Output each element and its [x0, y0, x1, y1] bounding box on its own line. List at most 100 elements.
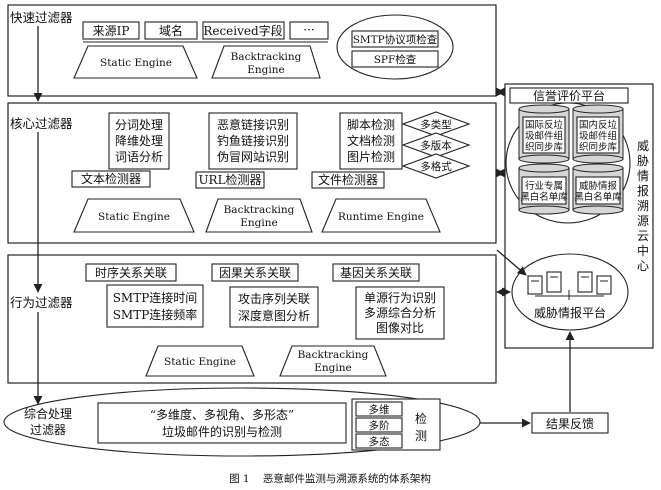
db-industry-line1: 行业专属	[525, 180, 563, 192]
reputation-title: 信誉评价平台	[533, 88, 605, 103]
db-international-line1: 国际反垃	[525, 119, 564, 131]
url-items-box	[208, 112, 298, 170]
fast-static-engine: Static Engine	[100, 57, 172, 69]
db-international-top	[518, 104, 570, 114]
text-items-box	[108, 112, 170, 170]
behavior-backtracking-engine-line2: Engine	[314, 362, 351, 374]
text-detector-box	[71, 170, 151, 188]
spf-check: SPF检查	[374, 53, 417, 66]
timing-item-conn-time: SMTP连接时间	[113, 290, 198, 305]
combined-title-line2: 过滤器	[30, 423, 66, 437]
core-runtime-engine-shape	[321, 198, 441, 233]
multi-state-box	[355, 433, 403, 449]
result-feedback-box	[531, 412, 609, 434]
db-international-line3: 织同步库	[525, 141, 564, 153]
db-domestic-line3: 织同步库	[579, 141, 618, 153]
url-item-malicious: 恶意链接识别	[217, 117, 289, 132]
fast-backtracking-engine-line2: Engine	[247, 64, 284, 76]
cloud-title-5: 溯	[637, 198, 649, 213]
server-icon-3	[577, 271, 593, 293]
causal-title: 因果关系关联	[219, 266, 291, 280]
diamond-multi-version-label: 多版本	[420, 139, 452, 152]
fast-filter-title: 快速过滤器	[10, 10, 73, 25]
causal-items-box	[229, 286, 319, 328]
file-item-document: 文档检测	[347, 133, 395, 148]
multi-dim-box	[355, 401, 403, 417]
multi-stage-box	[355, 417, 403, 433]
core-static-engine: Static Engine	[98, 211, 170, 223]
db-threat-top	[572, 163, 624, 173]
db-industry-bottom	[518, 205, 570, 215]
cloud-title-2: 胁	[637, 153, 649, 168]
db-international-line2: 圾邮件组	[525, 130, 564, 142]
causal-item-intent: 深度意图分析	[238, 308, 310, 323]
gene-item-multi-source: 多源综合分析	[364, 305, 436, 320]
timing-items-box	[106, 284, 204, 328]
smtp-check-box	[351, 30, 439, 48]
intel-ellipse	[511, 253, 629, 331]
multi-stage: 多阶	[369, 419, 390, 432]
server-icon-4	[596, 275, 612, 295]
field-source-ip-box	[82, 21, 140, 40]
spf-check-box	[351, 50, 439, 68]
db-industry-line2: 黑白名单库	[520, 191, 568, 203]
field-received-box	[202, 21, 285, 40]
detect-char-1: 检	[415, 411, 427, 426]
diamond-multi-format-label: 多格式	[420, 160, 452, 173]
core-backtracking-engine-line1: Backtracking	[224, 204, 295, 216]
multi-dim: 多维	[369, 403, 390, 416]
figure-caption: 图 1 恶意邮件监测与溯源系统的体系架构	[229, 472, 431, 485]
file-detector-box	[311, 171, 385, 189]
result-feedback: 结果反馈	[546, 417, 594, 431]
db-domestic-top	[572, 104, 624, 114]
server-icon-2	[546, 271, 562, 293]
cloud-title-7: 云	[637, 229, 649, 243]
multi-state: 多态	[369, 435, 390, 448]
behavior-backtracking-engine-shape	[279, 345, 387, 377]
field-domain-box	[144, 21, 198, 40]
db-threat-line1: 威胁情报	[579, 180, 618, 192]
field-received: Received字段	[203, 23, 282, 38]
url-item-phishing: 钓鱼链接识别	[217, 133, 289, 148]
combined-statement-box	[97, 402, 347, 444]
behavior-filter-title: 行为过滤器	[10, 295, 73, 310]
link-to-intel-diagonal	[496, 249, 527, 276]
db-industry-label-box	[521, 176, 567, 205]
timing-title: 时序关系关联	[95, 265, 167, 280]
file-items-box	[339, 112, 403, 170]
db-domestic-line1: 国内反垃	[579, 119, 618, 131]
causal-item-attack-seq: 攻击序列关联	[238, 291, 310, 306]
fast-static-engine-shape	[73, 45, 198, 79]
combined-title-line1: 综合处理	[24, 406, 72, 421]
db-threat-line2: 黑白名单库	[574, 191, 622, 203]
cloud-title-6: 源	[637, 214, 649, 228]
combined-statement-line1: “多维度、多视角、多形态”	[150, 407, 294, 422]
gene-item-single-source: 单源行为识别	[364, 291, 436, 305]
timing-title-box	[85, 263, 177, 282]
field-more: ···	[303, 23, 314, 37]
db-domestic-label-box	[576, 116, 620, 154]
cloud-title-8: 中	[637, 243, 649, 258]
fast-backtracking-engine-line1: Backtracking	[231, 51, 302, 63]
db-threat-bottom	[572, 205, 624, 215]
gene-title: 基因关系关联	[340, 266, 412, 280]
gene-items-box	[355, 286, 445, 340]
behavior-static-engine: Static Engine	[164, 356, 236, 368]
core-backtracking-engine-shape	[205, 198, 313, 233]
field-domain: 域名	[159, 23, 183, 38]
core-static-engine-shape	[73, 198, 195, 233]
db-industry-top	[518, 163, 570, 173]
gene-item-image-compare: 图像对比	[376, 321, 424, 335]
core-backtracking-engine-line2: Engine	[240, 217, 277, 229]
behavior-backtracking-engine-line1: Backtracking	[298, 349, 369, 361]
file-item-image: 图片检测	[347, 149, 395, 164]
core-filter-title: 核心过滤器	[10, 116, 73, 131]
cloud-title-9: 心	[637, 259, 649, 273]
gene-title-box	[332, 263, 420, 282]
server-icon-1	[527, 275, 543, 295]
text-detector: 文本检测器	[81, 171, 141, 186]
db-domestic-bottom	[572, 154, 624, 164]
causal-title-box	[211, 263, 299, 282]
url-detector: URL检测器	[198, 172, 261, 187]
